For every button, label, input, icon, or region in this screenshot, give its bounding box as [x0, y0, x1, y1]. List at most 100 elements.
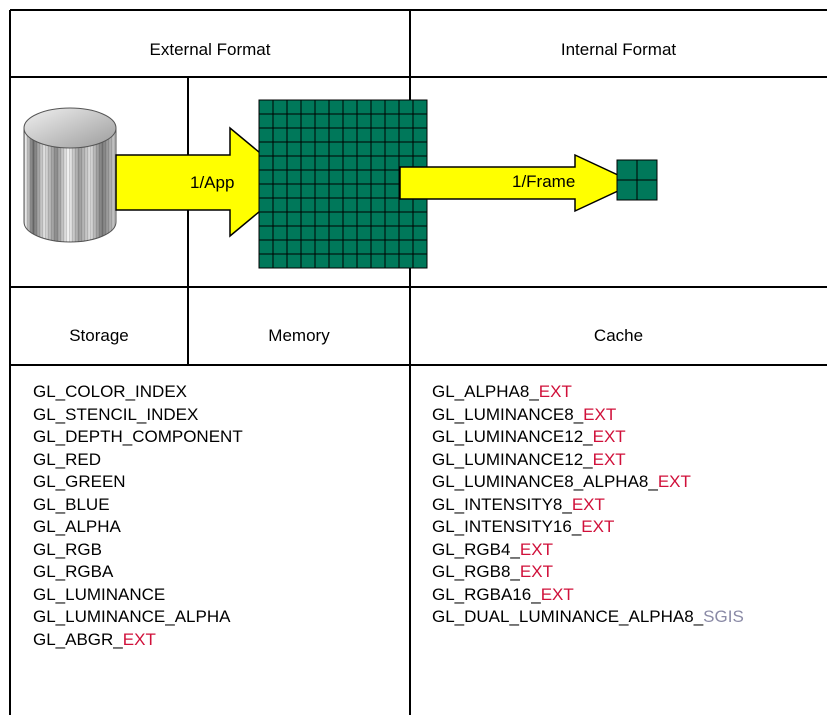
external-format-item: GL_GREEN — [33, 471, 243, 494]
memory-label: Memory — [268, 326, 330, 345]
cache-label: Cache — [593, 326, 644, 345]
memory-texel — [300, 225, 316, 241]
memory-texel — [384, 183, 400, 199]
external-format-item: GL_ALPHA — [33, 516, 243, 539]
external-format-item: GL_RGBA — [33, 561, 243, 584]
memory-texel — [286, 211, 302, 227]
internal-format-item-name: GL_RGB4_ — [432, 539, 520, 559]
memory-texel — [314, 197, 330, 213]
internal-format-item-extension-suffix: EXT — [519, 539, 553, 559]
internal-format-item: GL_LUMINANCE8_ALPHA8_EXT — [432, 471, 744, 494]
internal-format-item: GL_LUMINANCE12_EXT — [432, 426, 744, 449]
internal-format-item-name: GL_ALPHA8_ — [432, 382, 539, 401]
memory-texel — [328, 155, 344, 171]
internal-format-item-name: GL_INTENSITY8_ — [432, 494, 572, 514]
memory-texel — [398, 141, 414, 157]
memory-texel — [398, 225, 414, 241]
external-format-item: GL_STENCIL_INDEX — [33, 404, 243, 427]
memory-texel — [286, 99, 302, 115]
memory-texel — [328, 127, 344, 143]
memory-texel — [398, 99, 414, 115]
memory-texel — [314, 141, 330, 157]
memory-texel — [356, 183, 372, 199]
memory-texel — [412, 211, 428, 227]
memory-texel — [300, 253, 316, 269]
external-format-item-name: GL_RGB — [33, 539, 102, 559]
external-format-item: GL_BLUE — [33, 494, 243, 517]
memory-texel — [258, 169, 274, 185]
memory-texel — [342, 225, 358, 241]
memory-texel — [370, 225, 386, 241]
storage-label: Storage — [69, 326, 129, 345]
internal-format-item: GL_INTENSITY8_EXT — [432, 494, 744, 517]
memory-texel — [342, 127, 358, 143]
memory-texel — [300, 183, 316, 199]
memory-texel — [370, 239, 386, 255]
memory-texel — [314, 239, 330, 255]
external-format-item: GL_RED — [33, 449, 243, 472]
memory-texel — [328, 99, 344, 115]
memory-texel — [356, 225, 372, 241]
memory-texel — [286, 127, 302, 143]
internal-format-item: GL_ALPHA8_EXT — [432, 381, 744, 404]
memory-texel — [272, 155, 288, 171]
memory-texel — [314, 127, 330, 143]
memory-texel — [384, 155, 400, 171]
memory-texel — [314, 225, 330, 241]
internal-format-item-extension-suffix: EXT — [581, 517, 615, 536]
internal-format-item-extension-suffix: EXT — [583, 404, 617, 424]
memory-texel — [342, 155, 358, 171]
internal-format-item: GL_RGB4_EXT — [432, 539, 744, 562]
external-format-item-name: GL_STENCIL_INDEX — [33, 404, 199, 424]
memory-texel — [356, 99, 372, 115]
internal-format-item-name: GL_LUMINANCE12_ — [432, 449, 593, 469]
memory-texel — [258, 99, 274, 115]
memory-texel — [258, 113, 274, 129]
internal-format-item: GL_LUMINANCE12_EXT — [432, 449, 744, 472]
external-format-item-name: GL_ALPHA — [33, 517, 121, 536]
memory-texel — [258, 239, 274, 255]
memory-texel — [258, 155, 274, 171]
external-format-item: GL_LUMINANCE — [33, 584, 243, 607]
memory-texel — [314, 253, 330, 269]
external-format-item-name: GL_LUMINANCE_ALPHA — [33, 607, 231, 626]
internal-format-item-name: GL_RGB8_ — [432, 562, 520, 581]
arrow-frame-label: 1/Frame — [512, 172, 576, 191]
memory-texel — [300, 239, 316, 255]
external-format-item: GL_LUMINANCE_ALPHA — [33, 606, 243, 629]
memory-texel — [370, 197, 386, 213]
memory-texel — [384, 169, 400, 185]
memory-texel — [272, 183, 288, 199]
memory-texel — [412, 127, 428, 143]
internal-format-item-extension-suffix: EXT — [592, 427, 626, 446]
internal-format-item-extension-suffix: EXT — [571, 494, 605, 514]
internal-format-item-name: GL_LUMINANCE8_ALPHA8_ — [432, 472, 658, 491]
memory-texel — [370, 113, 386, 129]
memory-texel — [384, 225, 400, 241]
memory-texel — [314, 99, 330, 115]
memory-texel — [412, 141, 428, 157]
memory-texel — [286, 183, 302, 199]
memory-texel — [328, 169, 344, 185]
memory-texel — [356, 141, 372, 157]
memory-texel — [314, 183, 330, 199]
memory-texel — [300, 197, 316, 213]
memory-texel — [314, 211, 330, 227]
memory-texel — [272, 141, 288, 157]
memory-texel — [412, 225, 428, 241]
memory-texel — [356, 127, 372, 143]
external-format-item-name: GL_BLUE — [33, 494, 110, 514]
memory-texel — [328, 253, 344, 269]
memory-texel — [272, 211, 288, 227]
memory-texel — [412, 197, 428, 213]
memory-texel — [384, 197, 400, 213]
internal-format-item-extension-suffix: EXT — [519, 562, 553, 581]
memory-texel — [370, 141, 386, 157]
internal-format-header: Internal Format — [560, 40, 677, 59]
memory-texel — [314, 113, 330, 129]
memory-texel — [398, 239, 414, 255]
internal-format-item-name: GL_LUMINANCE12_ — [432, 427, 593, 446]
memory-texel — [384, 211, 400, 227]
